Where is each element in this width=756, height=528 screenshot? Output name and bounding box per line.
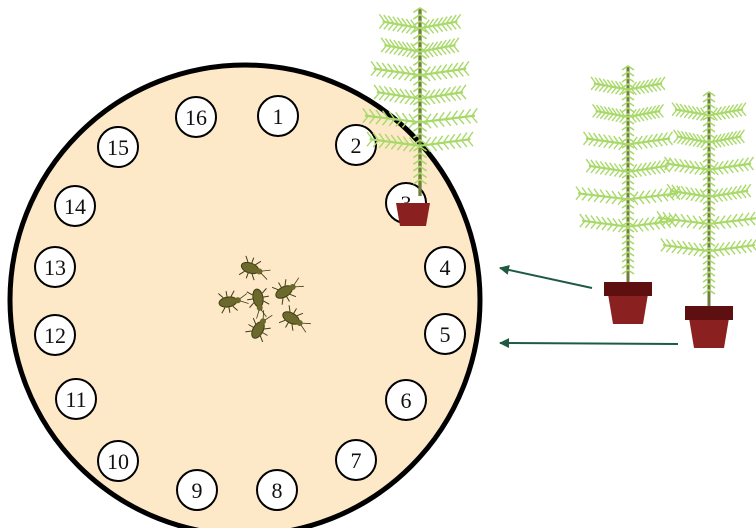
potted-plant-right: [657, 92, 756, 348]
position-9: 9: [177, 470, 217, 510]
potted-plant-left: [576, 66, 680, 324]
small-pot: [396, 203, 430, 226]
position-1: 1: [258, 96, 298, 136]
arrow-to-position-4: [500, 268, 592, 288]
arrow-to-position-5: [500, 343, 678, 344]
position-label: 9: [192, 478, 203, 503]
position-2: 2: [336, 125, 376, 165]
position-label: 6: [401, 388, 412, 413]
position-label: 13: [44, 255, 66, 280]
position-label: 15: [107, 135, 129, 160]
position-label: 16: [185, 105, 207, 130]
position-15: 15: [98, 127, 138, 167]
position-10: 10: [98, 441, 138, 481]
position-16: 16: [176, 97, 216, 137]
position-8: 8: [257, 470, 297, 510]
position-5: 5: [425, 314, 465, 354]
position-label: 4: [440, 255, 451, 280]
position-label: 8: [272, 478, 283, 503]
position-12: 12: [35, 315, 75, 355]
position-label: 11: [65, 387, 86, 412]
position-label: 12: [44, 323, 66, 348]
position-13: 13: [35, 247, 75, 287]
position-label: 10: [107, 449, 129, 474]
position-label: 14: [64, 194, 86, 219]
pot-body: [608, 294, 648, 324]
position-14: 14: [55, 186, 95, 226]
position-7: 7: [336, 440, 376, 480]
position-label: 2: [351, 133, 362, 158]
pot-rim: [685, 306, 733, 320]
position-4: 4: [425, 247, 465, 287]
pot-rim: [604, 282, 652, 296]
arena-circle: [10, 65, 480, 528]
pot-body: [689, 318, 729, 348]
position-label: 1: [273, 104, 284, 129]
position-label: 5: [440, 322, 451, 347]
position-6: 6: [386, 380, 426, 420]
position-label: 7: [351, 448, 362, 473]
position-11: 11: [56, 379, 96, 419]
